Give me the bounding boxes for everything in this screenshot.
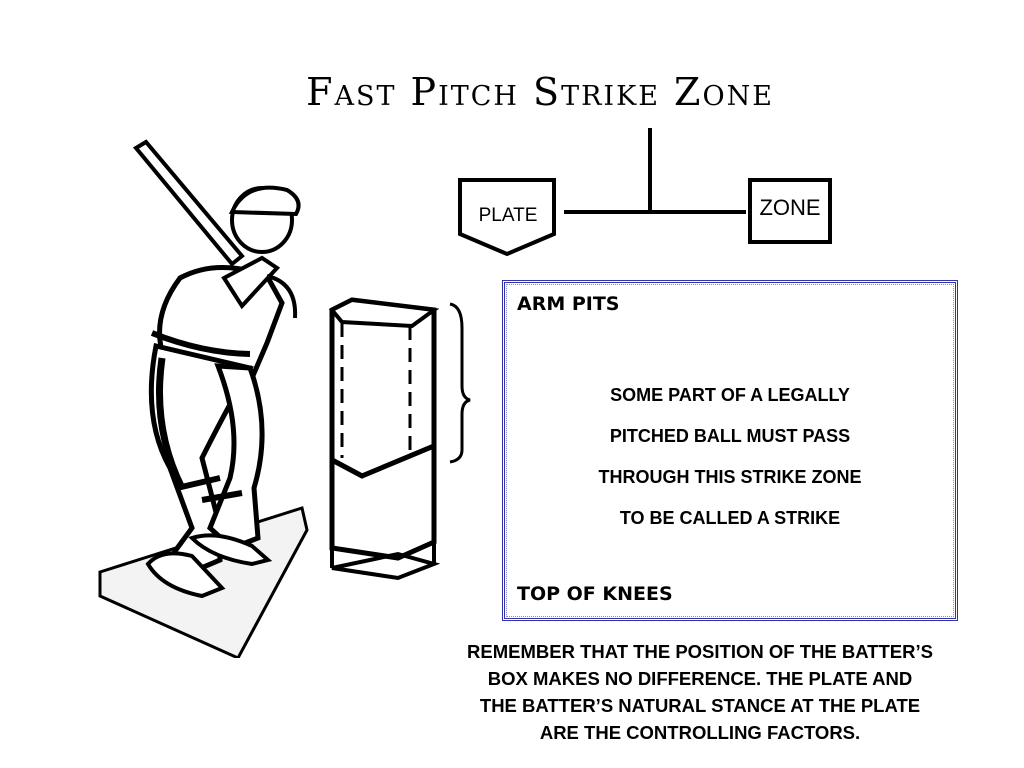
rule-line: SOME PART OF A LEGALLY [610, 385, 850, 405]
rule-line: TO BE CALLED A STRIKE [619, 508, 841, 528]
remember-line: BOX MAKES NO DIFFERENCE. THE PLATE AND [487, 668, 913, 689]
remember-note: REMEMBER THAT THE POSITION OF THE BATTER… [398, 638, 1002, 746]
plate-zone-connector [564, 128, 746, 214]
plate-icon [458, 178, 556, 257]
strike-zone-info-box: ARM PITS SOME PART OF A LEGALLY PITCHED … [502, 280, 958, 621]
zone-box: ZONE [748, 178, 832, 244]
arm-pits-label: ARM PITS [517, 293, 620, 315]
plate-label: PLATE [478, 205, 538, 226]
top-of-knees-label: TOP OF KNEES [517, 583, 673, 605]
rule-line: THROUGH THIS STRIKE ZONE [598, 467, 862, 487]
remember-line: REMEMBER THAT THE POSITION OF THE BATTER… [467, 641, 933, 662]
rule-line: PITCHED BALL MUST PASS [609, 426, 851, 446]
remember-line: THE BATTER’S NATURAL STANCE AT THE PLATE [479, 695, 921, 716]
strike-rule-text: SOME PART OF A LEGALLY PITCHED BALL MUST… [505, 375, 955, 539]
batter-illustration [98, 139, 471, 658]
page-title: Fast Pitch Strike Zone [306, 70, 774, 114]
zone-label: ZONE [759, 195, 821, 220]
remember-line: ARE THE CONTROLLING FACTORS. [539, 722, 861, 743]
